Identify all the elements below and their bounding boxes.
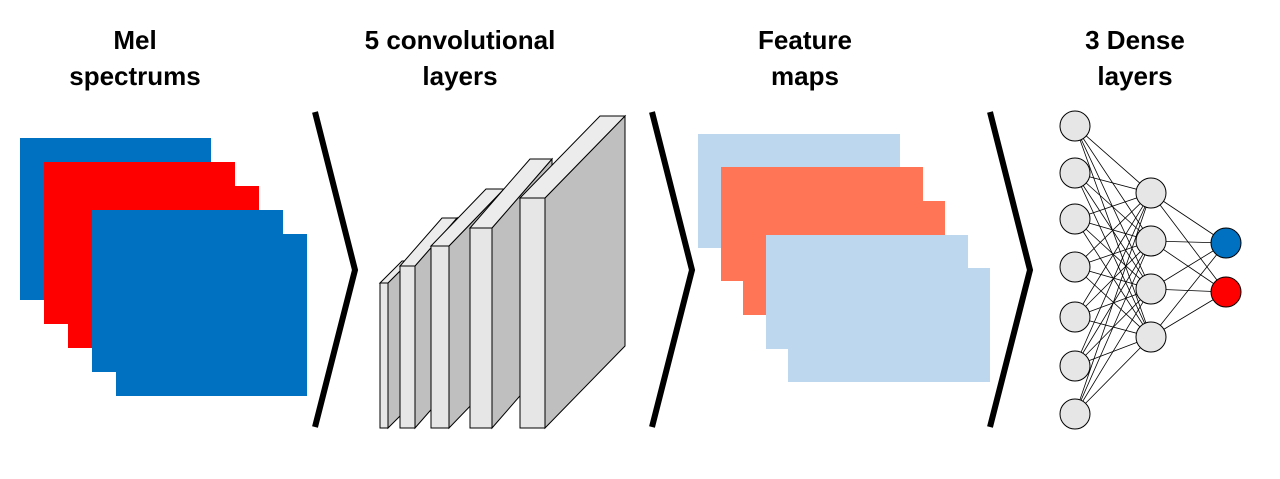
dense-connection: [1074, 192, 1152, 367]
stage-chevron: [312, 111, 359, 428]
output-node: [1210, 276, 1242, 308]
mel-spectrums-title: Mel spectrums: [40, 22, 230, 94]
conv-title-line2: layers: [422, 61, 498, 91]
conv-layer-stack: [378, 114, 627, 430]
dense-network: [1059, 110, 1242, 430]
dense-node: [1059, 350, 1091, 382]
dense-connection: [1074, 192, 1152, 415]
conv-layer-front: [379, 282, 389, 429]
dense-node: [1059, 157, 1091, 189]
dense-connection: [1074, 192, 1152, 318]
dense-connection: [1150, 192, 1227, 293]
mel-title-line2: spectrums: [69, 61, 201, 91]
output-node: [1210, 227, 1242, 259]
dense-node: [1059, 301, 1091, 333]
dense-node: [1059, 203, 1091, 235]
conv-layer-front: [430, 245, 450, 429]
dense-node: [1135, 321, 1167, 353]
feature-title-line1: Feature: [758, 25, 852, 55]
dense-node: [1059, 398, 1091, 430]
mel-title-line1: Mel: [113, 25, 157, 55]
dense-connection: [1150, 242, 1227, 338]
stage-arrows: [312, 111, 1034, 428]
conv-layer-front: [519, 197, 546, 429]
conv-layers-title: 5 convolutional layers: [340, 22, 580, 94]
feature-map-stack: [698, 134, 990, 382]
feature-title-line2: maps: [771, 61, 839, 91]
spectrum-card: [116, 234, 307, 396]
stage-chevron: [649, 111, 696, 428]
dense-node: [1059, 110, 1091, 142]
dense-connection: [1074, 266, 1152, 338]
conv-layer: [518, 114, 627, 430]
dense-connections: [1074, 125, 1227, 415]
dense-connection: [1074, 192, 1152, 268]
conv-layer-front: [399, 265, 416, 429]
dense-node: [1135, 177, 1167, 209]
conv-title-line1: 5 convolutional: [364, 25, 556, 55]
dense-node: [1135, 273, 1167, 305]
dense-layers-title: 3 Dense layers: [1040, 22, 1230, 94]
dense-connection: [1074, 125, 1152, 194]
feature-maps-title: Feature maps: [710, 22, 900, 94]
dense-title-line2: layers: [1097, 61, 1173, 91]
dense-title-line1: 3 Dense: [1085, 25, 1185, 55]
stage-chevron: [987, 111, 1034, 428]
dense-node: [1135, 225, 1167, 257]
dense-connection: [1074, 336, 1152, 415]
conv-layer-front: [469, 227, 493, 429]
dense-node: [1059, 251, 1091, 283]
dense-connection: [1074, 240, 1152, 415]
dense-connection: [1074, 288, 1152, 415]
mel-spectrum-stack: [20, 138, 307, 396]
feature-map-card: [788, 268, 990, 382]
